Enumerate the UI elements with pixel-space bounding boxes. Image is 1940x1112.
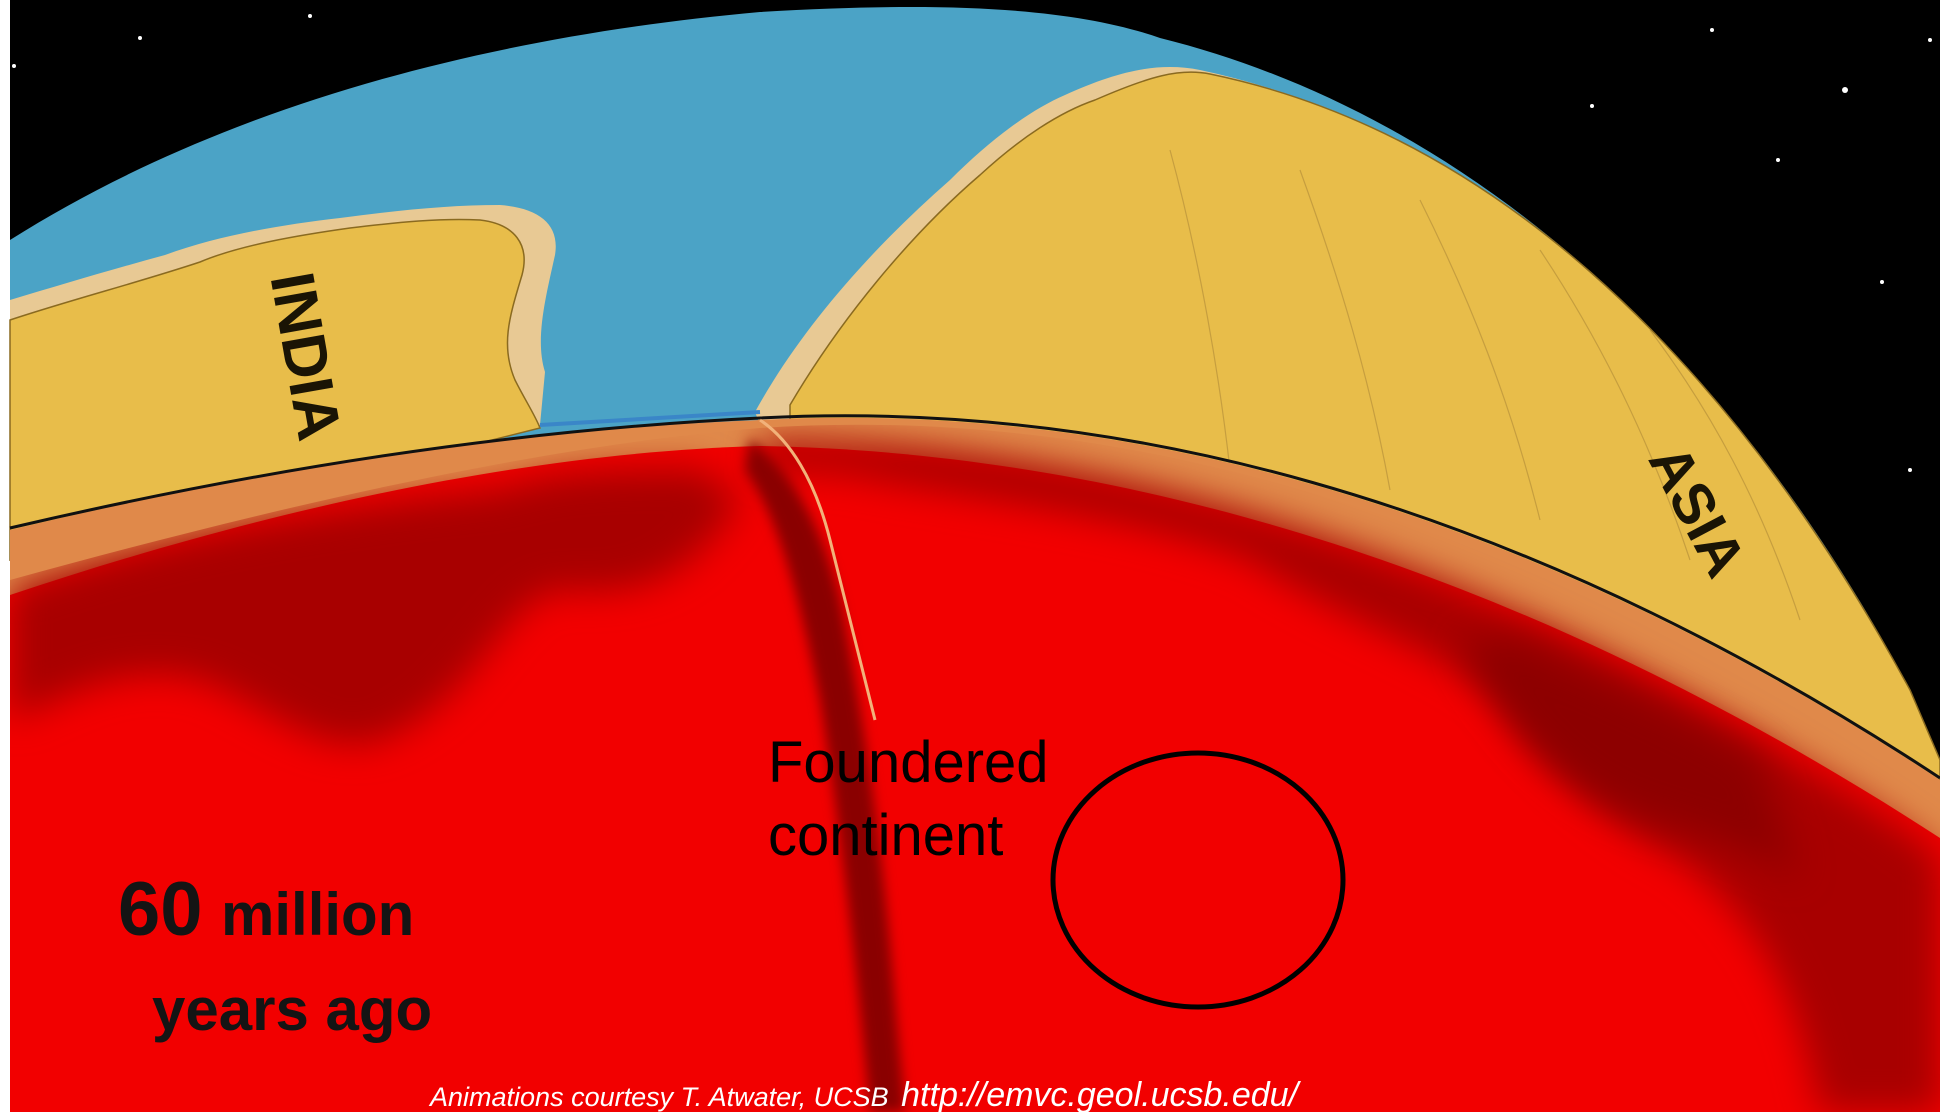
star xyxy=(1776,158,1780,162)
left-margin xyxy=(0,0,10,1112)
foundered-label-line2: continent xyxy=(768,803,1003,868)
star xyxy=(1880,280,1884,284)
star xyxy=(138,36,142,40)
age-number: 60 xyxy=(118,867,203,952)
star xyxy=(12,64,16,68)
star xyxy=(1590,104,1594,108)
star xyxy=(1928,38,1932,42)
credit-line: Animations courtesy T. Atwater, UCSB htt… xyxy=(428,1076,1302,1112)
star xyxy=(1710,28,1714,32)
star xyxy=(308,14,312,18)
credit-text: Animations courtesy T. Atwater, UCSB xyxy=(428,1082,889,1112)
foundered-label-line1: Foundered xyxy=(768,730,1049,795)
star xyxy=(1908,468,1912,472)
credit-url: http://emvc.geol.ucsb.edu/ xyxy=(901,1076,1301,1112)
age-unit: million xyxy=(221,881,414,948)
age-label-line2: years ago xyxy=(152,976,432,1043)
star xyxy=(1842,87,1848,93)
